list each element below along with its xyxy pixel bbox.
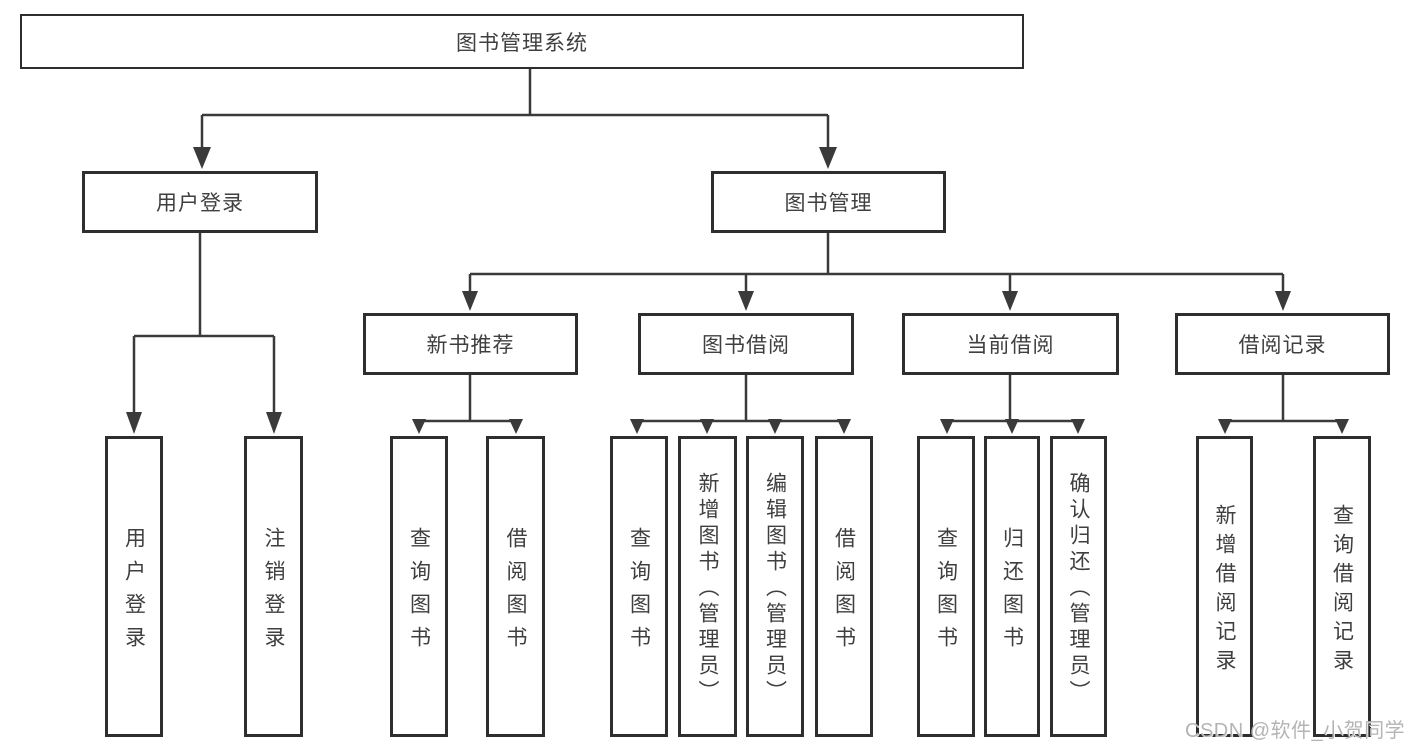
leaf-label: 查询图书 — [407, 526, 431, 659]
node-user-login: 用户登录 — [82, 171, 318, 233]
node-leaf-borrow-book-newbooks: 借阅图书 — [486, 436, 545, 737]
node-leaf-logout: 注销登录 — [244, 436, 303, 737]
node-leaf-edit-book-admin: 编辑图书（管理员） — [746, 436, 804, 737]
node-root: 图书管理系统 — [20, 14, 1024, 69]
node-leaf-borrow-book-borrow: 借阅图书 — [815, 436, 873, 737]
leaf-label: 编辑图书（管理员） — [763, 472, 787, 706]
node-new-book-recommend: 新书推荐 — [363, 313, 578, 375]
leaf-label: 确认归还（管理员） — [1067, 472, 1090, 706]
leaf-label: 归还图书 — [1000, 526, 1024, 659]
node-book-borrow: 图书借阅 — [638, 313, 854, 375]
leaf-label: 查询图书 — [627, 526, 651, 659]
leaf-label: 注销登录 — [262, 526, 285, 659]
node-leaf-query-book-borrow: 查询图书 — [610, 436, 668, 737]
leaf-label: 新增图书（管理员） — [696, 472, 719, 706]
node-book-management: 图书管理 — [711, 171, 946, 233]
node-leaf-query-book-current: 查询图书 — [917, 436, 975, 737]
leaf-label: 查询借阅记录 — [1330, 503, 1354, 678]
leaf-label: 查询图书 — [934, 526, 958, 659]
leaf-label: 借阅图书 — [832, 526, 856, 659]
leaf-label: 用户登录 — [122, 526, 146, 659]
node-leaf-query-borrow-record: 查询借阅记录 — [1313, 436, 1371, 737]
node-leaf-query-book-newbooks: 查询图书 — [390, 436, 448, 737]
leaf-label: 借阅图书 — [504, 526, 527, 659]
node-leaf-user-login: 用户登录 — [105, 436, 163, 737]
node-borrow-records: 借阅记录 — [1175, 313, 1390, 375]
csdn-watermark: CSDN @软件_小贺同学 — [1185, 720, 1405, 742]
node-leaf-add-borrow-record: 新增借阅记录 — [1196, 436, 1253, 737]
node-leaf-confirm-return-admin: 确认归还（管理员） — [1050, 436, 1107, 737]
node-current-borrow: 当前借阅 — [902, 313, 1119, 375]
leaf-label: 新增借阅记录 — [1213, 503, 1236, 678]
node-leaf-add-book-admin: 新增图书（管理员） — [678, 436, 737, 737]
node-leaf-return-book: 归还图书 — [984, 436, 1040, 737]
